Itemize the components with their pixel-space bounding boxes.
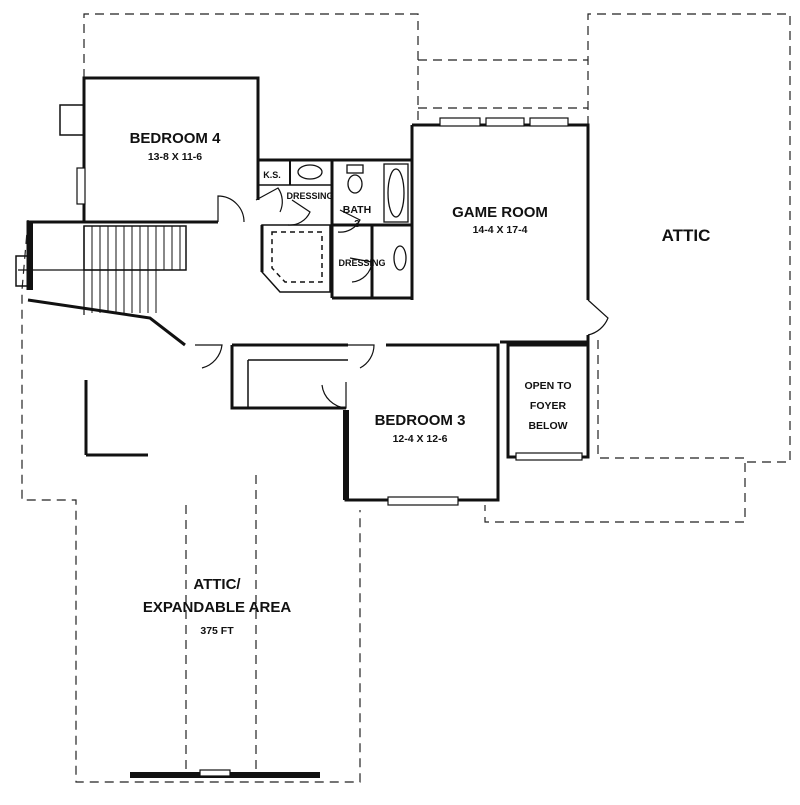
attic-expand-line2: EXPANDABLE AREA	[143, 599, 292, 616]
staircase	[15, 225, 187, 315]
bath3-line1: BATH	[343, 204, 371, 216]
dressing-upper-label: DRESSING	[286, 191, 333, 201]
open-foyer-line1: OPEN TO	[524, 380, 571, 392]
attic-right-label: ATTIC	[662, 226, 711, 245]
attic-outlines	[21, 13, 791, 783]
dressing-lower-label: DRESSING	[338, 258, 385, 268]
game-room-dims: 14-4 X 17-4	[473, 224, 528, 236]
bedroom3-dims: 12-4 X 12-6	[393, 433, 448, 445]
open-foyer-line3: BELOW	[528, 420, 567, 432]
bedroom4-dims: 13-8 X 11-6	[148, 151, 202, 163]
bedroom4-name: BEDROOM 4	[130, 130, 222, 147]
bath-core	[256, 158, 412, 300]
bedroom3-name: BEDROOM 3	[375, 412, 466, 429]
exterior-walls	[26, 76, 590, 502]
doors	[195, 187, 609, 409]
attic-expand-line1: ATTIC/	[193, 576, 241, 593]
ks-label: K.S.	[263, 170, 281, 180]
windows	[76, 117, 583, 778]
game-room-name: GAME ROOM	[452, 204, 548, 221]
open-foyer-line2: FOYER	[530, 400, 567, 412]
bath3-line2: 3	[354, 218, 360, 230]
attic-expand-area: 375 FT	[200, 625, 234, 637]
